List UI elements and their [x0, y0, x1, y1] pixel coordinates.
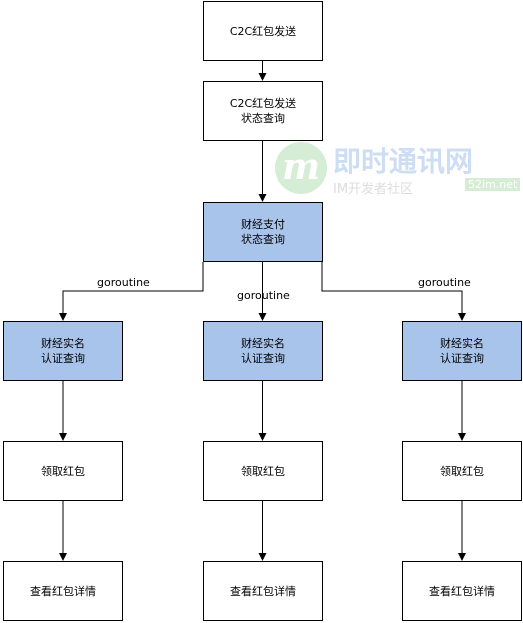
- edge-pay-to-verify-right: [321, 262, 466, 321]
- node-label: 认证查询: [41, 352, 85, 365]
- node-label: 财经实名: [41, 337, 85, 350]
- node-receive-right: 领取红包: [402, 441, 522, 501]
- watermark-logo: m: [275, 142, 327, 194]
- edge-label-left: goroutine: [97, 276, 150, 289]
- node-verify-left: 财经实名 认证查询: [3, 321, 123, 381]
- node-label: 领取红包: [440, 464, 484, 478]
- node-label: 财经实名: [241, 337, 285, 350]
- node-label: 财经支付: [241, 218, 285, 231]
- node-verify-mid: 财经实名 认证查询: [203, 321, 323, 381]
- node-label: 领取红包: [241, 464, 285, 478]
- watermark: m 即时通讯网 IM开发者社区 52im.net: [275, 140, 523, 200]
- node-receive-mid: 领取红包: [203, 441, 323, 501]
- watermark-url: 52im.net: [465, 178, 521, 191]
- node-detail-right: 查看红包详情: [402, 561, 522, 621]
- node-label: 状态查询: [241, 233, 285, 246]
- watermark-title: 即时通讯网: [333, 145, 474, 178]
- node-label: 状态查询: [241, 112, 285, 125]
- node-label: 领取红包: [41, 464, 85, 478]
- node-label: C2C红包发送: [229, 97, 297, 110]
- node-c2c-send: C2C红包发送: [203, 1, 323, 61]
- node-label: 查看红包详情: [429, 584, 495, 598]
- node-pay-status: 财经支付 状态查询: [203, 202, 323, 262]
- edge-pay-to-verify-left: [59, 262, 204, 321]
- node-label: 认证查询: [440, 352, 484, 365]
- node-label: 财经实名: [440, 337, 484, 350]
- watermark-subtitle: IM开发者社区: [333, 182, 414, 197]
- node-label: 查看红包详情: [230, 584, 296, 598]
- node-detail-left: 查看红包详情: [3, 561, 123, 621]
- node-label: 查看红包详情: [30, 584, 96, 598]
- node-label: 认证查询: [241, 352, 285, 365]
- node-verify-right: 财经实名 认证查询: [402, 321, 522, 381]
- node-detail-mid: 查看红包详情: [203, 561, 323, 621]
- node-c2c-status: C2C红包发送 状态查询: [203, 81, 323, 141]
- edge-label-mid: goroutine: [237, 289, 290, 302]
- edge-label-right: goroutine: [418, 276, 471, 289]
- node-receive-left: 领取红包: [3, 441, 123, 501]
- node-label: C2C红包发送: [229, 24, 297, 38]
